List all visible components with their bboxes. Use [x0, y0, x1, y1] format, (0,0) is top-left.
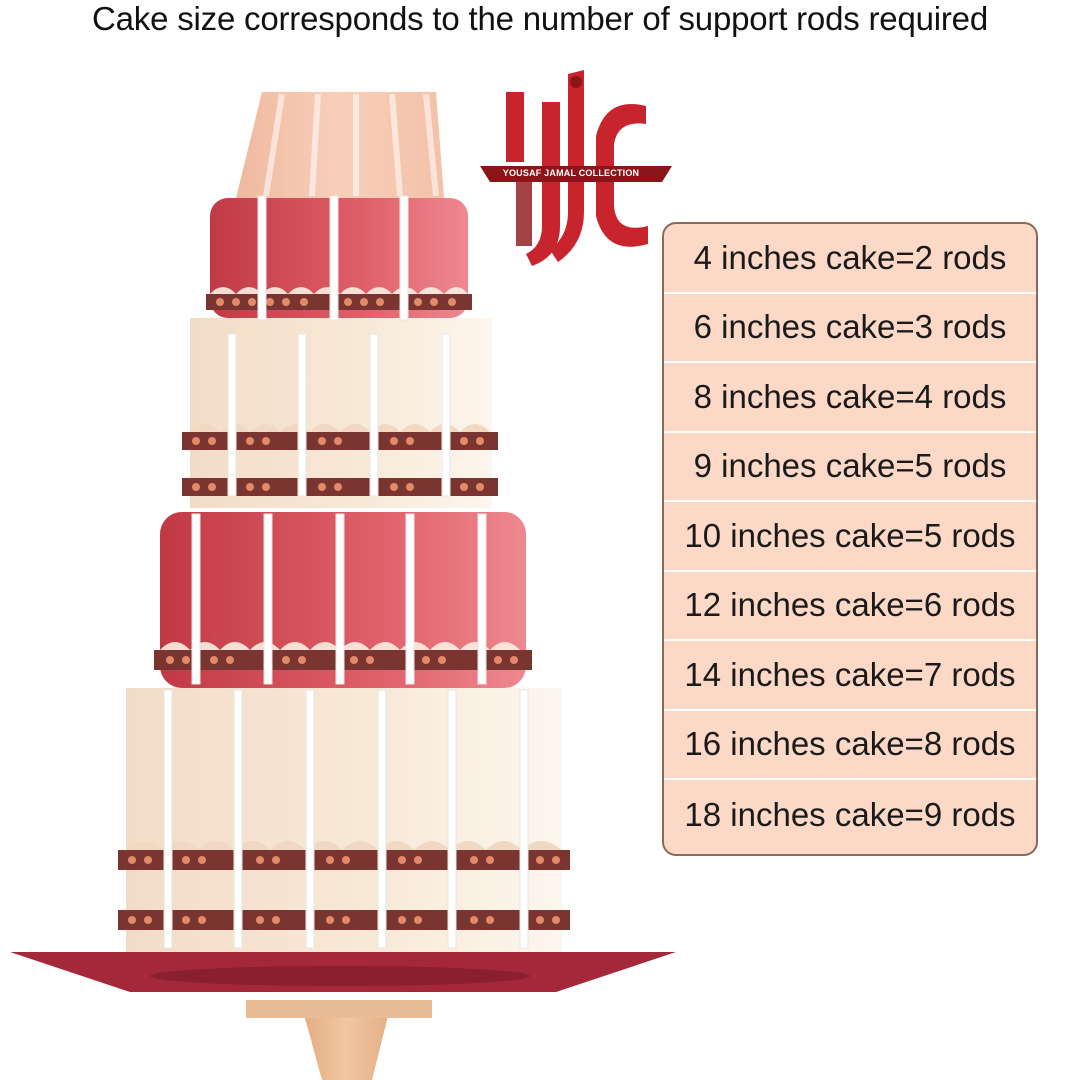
support-rods	[163, 195, 529, 949]
cake-stand	[300, 1000, 392, 1080]
table-row: 14 inches cake=7 rods	[664, 641, 1036, 711]
table-row: 12 inches cake=6 rods	[664, 572, 1036, 641]
table-row: 16 inches cake=8 rods	[664, 711, 1036, 780]
table-row: 4 inches cake=2 rods	[664, 224, 1036, 294]
table-row: 6 inches cake=3 rods	[664, 294, 1036, 363]
stand-base	[246, 1000, 432, 1018]
logo-ribbon	[480, 166, 672, 182]
rods-table: 4 inches cake=2 rods 6 inches cake=3 rod…	[662, 222, 1038, 856]
headline: Cake size corresponds to the number of s…	[92, 0, 988, 37]
table-row: 9 inches cake=5 rods	[664, 433, 1036, 502]
table-row: 18 inches cake=9 rods	[684, 795, 1016, 833]
brand-logo	[480, 70, 672, 266]
table-row: 8 inches cake=4 rods	[664, 363, 1036, 433]
brand-caption: YOUSAF JAMAL COLLECTION	[502, 168, 640, 178]
table-row: 10 inches cake=5 rods	[664, 502, 1036, 572]
tier-4	[126, 688, 562, 952]
